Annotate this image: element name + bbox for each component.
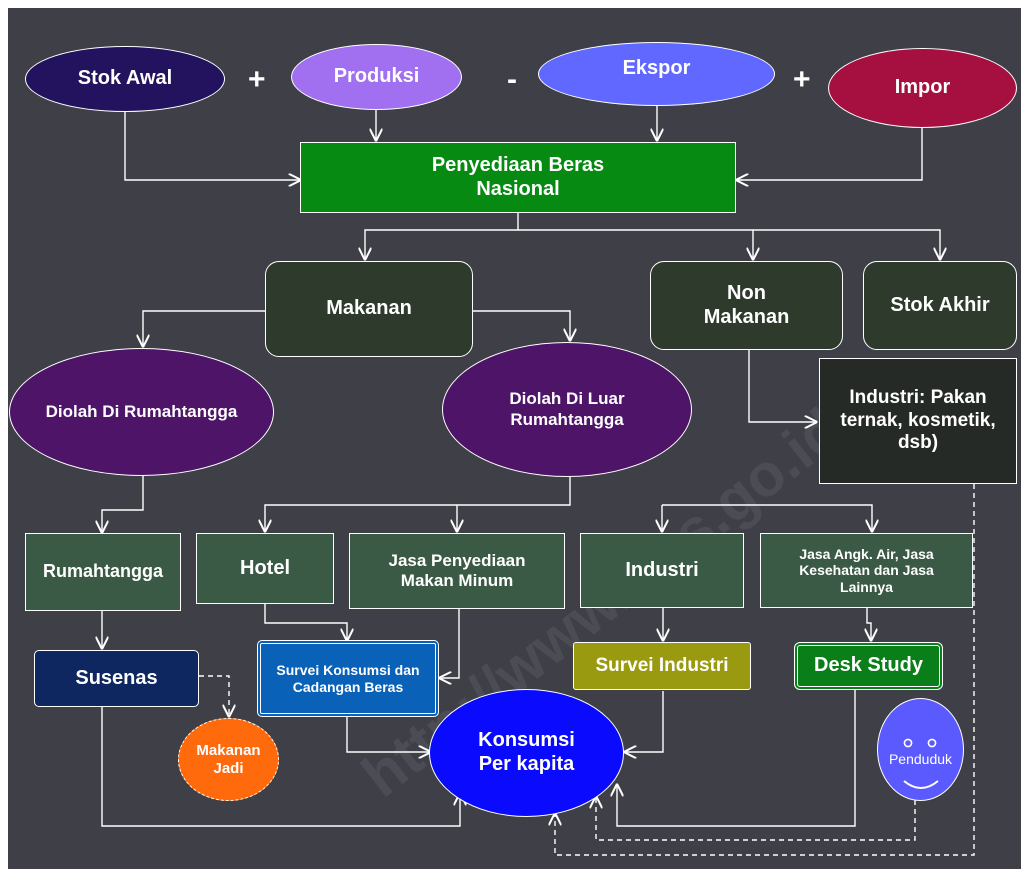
arrow-penyediaan-to-makanan	[365, 213, 519, 259]
arrow-non-makanan-to-industri-pakan	[748, 350, 816, 422]
arrow-jasa-angkutan-to-desk-study	[867, 608, 871, 640]
jasa-penyediaan-node: Jasa Penyediaan Makan Minum	[349, 533, 565, 609]
survei-konsumsi-node: Survei Konsumsi dan Cadangan Beras	[257, 640, 439, 717]
arrow-susenas-to-konsumsi	[101, 707, 460, 827]
diolah-di-luar-rumahtangga-node: Diolah Di Luar Rumahtangga	[442, 342, 692, 477]
dashed-industri-pakan-to-konsumsi	[555, 484, 975, 856]
survei-industri-node: Survei Industri	[573, 642, 751, 690]
industri-pakan-node: Industri: Pakan ternak, kosmetik, dsb)	[819, 358, 1017, 484]
stok-awal-node: Stok Awal	[25, 46, 225, 112]
jasa-angkutan-node: Jasa Angk. Air, Jasa Kesehatan dan Jasa …	[760, 533, 973, 608]
diagram-slide: http://www.bps.go.id	[8, 8, 1021, 869]
produksi-node: Produksi	[291, 44, 462, 110]
arrow-survei-industri-to-konsumsi	[625, 691, 664, 752]
smiley-face-icon	[903, 738, 939, 789]
makanan-node: Makanan	[265, 261, 473, 357]
arrow-penyediaan-to-non-makanan	[518, 229, 753, 259]
makanan-jadi-node: Makanan Jadi	[178, 718, 279, 801]
arrow-makanan-to-diolah-luar	[473, 310, 570, 340]
arrow-stok-awal-to-penyediaan	[124, 110, 300, 180]
penduduk-label: Penduduk	[888, 751, 953, 767]
arrow-diolah-luar-to-branches	[265, 476, 571, 531]
industri-node: Industri	[580, 533, 744, 608]
arrow-survei-konsumsi-to-konsumsi	[346, 716, 430, 752]
arrow-hotel-to-survei-konsumsi	[264, 604, 347, 640]
arrow-desk-study-to-konsumsi	[617, 689, 856, 827]
desk-study-node: Desk Study	[794, 642, 943, 690]
susenas-node: Susenas	[34, 650, 199, 707]
dashed-penduduk-to-konsumsi	[596, 797, 916, 841]
konsumsi-per-kapita-node: Konsumsi Per kapita	[429, 689, 624, 817]
connector-lines	[8, 105, 975, 856]
arrow-penyediaan-to-stok-akhir	[753, 229, 940, 259]
dashed-susenas-to-makanan-jadi	[199, 675, 229, 716]
arrow-diolah-luar-to-jasa-angkutan	[662, 504, 872, 531]
arrow-impor-to-penyediaan	[737, 127, 923, 180]
impor-node: Impor	[828, 48, 1017, 128]
stok-akhir-node: Stok Akhir	[863, 261, 1017, 350]
non-makanan-node: Non Makanan	[650, 261, 843, 350]
rumahtangga-node: Rumahtangga	[25, 533, 181, 611]
arrow-makanan-to-diolah-rumahtangga	[143, 310, 265, 346]
minus-operator: -	[507, 63, 517, 96]
hotel-node: Hotel	[196, 533, 334, 604]
ekspor-node: Ekspor	[538, 42, 775, 106]
penyediaan-beras-node: Penyediaan Beras Nasional	[300, 142, 736, 213]
plus-operator-2: +	[793, 63, 811, 96]
plus-operator: +	[248, 63, 266, 96]
penduduk-node: Penduduk	[877, 698, 964, 801]
diolah-di-rumahtangga-node: Diolah Di Rumahtangga	[9, 348, 274, 476]
arrow-diolah-rumahtangga-to-rumahtangga	[102, 475, 144, 532]
arrow-jasa-penyediaan-to-survei-konsumsi	[440, 609, 460, 678]
